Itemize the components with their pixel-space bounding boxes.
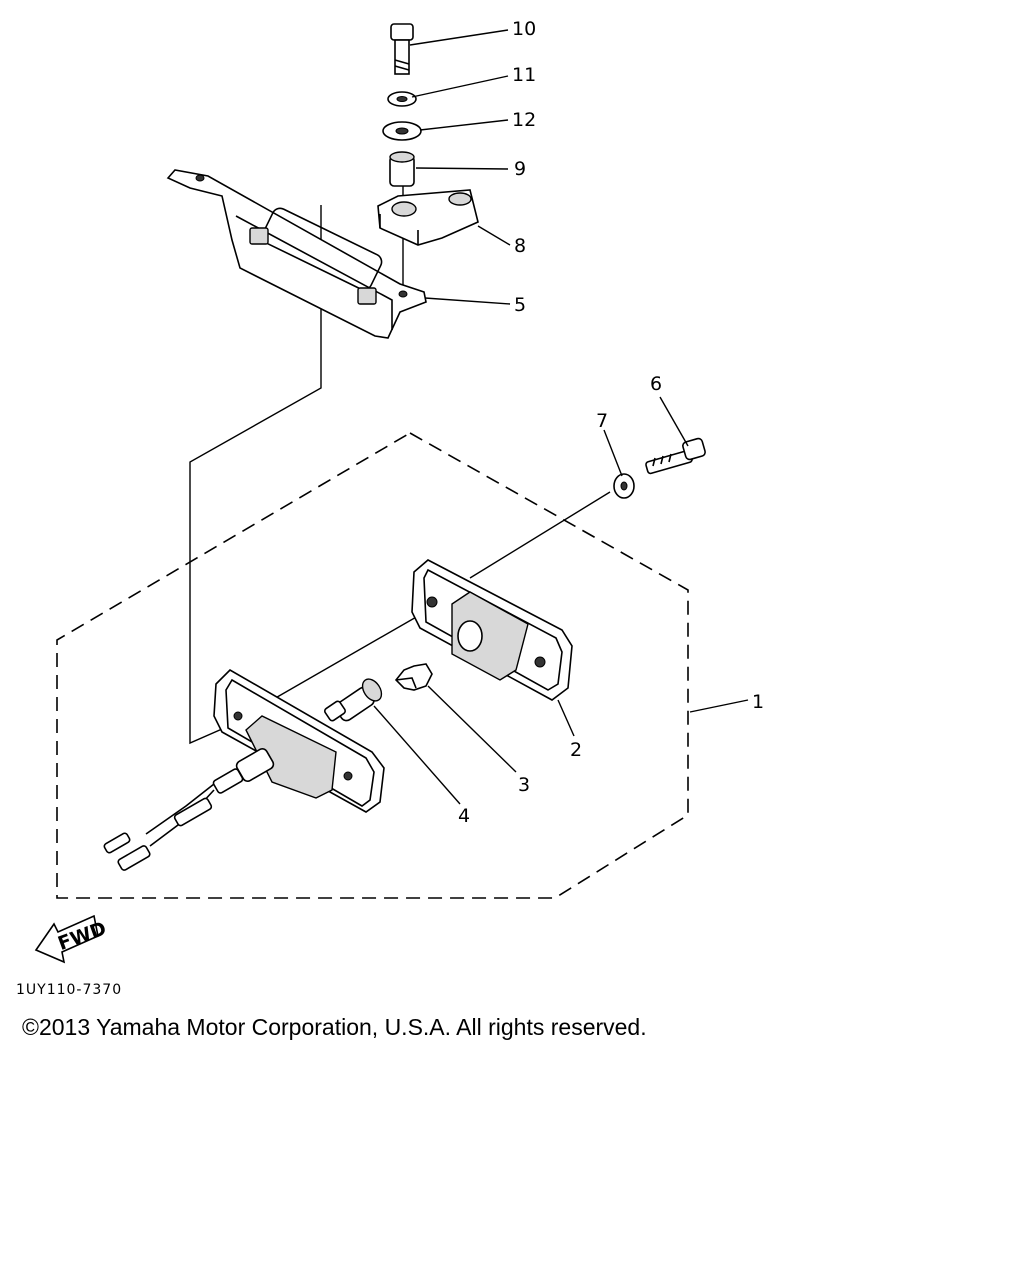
bulb-part-3 [394,663,433,691]
callout-5: 5 [514,294,526,316]
leader-11 [411,75,509,98]
callout-12: 12 [512,109,536,131]
assembly-boundary [56,432,689,899]
fwd-arrow-icon: FWD [34,914,109,964]
callout-10: 10 [512,18,536,40]
leader-3 [427,685,517,773]
alignment-line-bracket [189,205,322,745]
leader-10 [409,29,509,46]
callout-1: 1 [752,691,764,713]
screw-part-6 [645,437,706,475]
callout-8: 8 [514,235,526,257]
exploded-parts-diagram: 10 11 12 9 8 5 6 7 1 2 3 4 FWD [34,18,764,964]
leader-5 [424,297,511,305]
bolt-part-10 [390,23,414,75]
callout-6: 6 [650,373,662,395]
leader-9 [415,167,509,170]
alignment-line-bolt [469,491,611,579]
callout-3: 3 [518,774,530,796]
callout-2: 2 [570,739,582,761]
figure-code: 1UY110-7370 [16,982,123,998]
leader-1 [689,699,749,713]
socket-part-4 [323,678,383,722]
stay-part-8 [377,189,479,246]
copyright-notice: ©2013 Yamaha Motor Corporation, U.S.A. A… [22,1014,647,1040]
leader-12 [419,119,509,131]
alignment-line-lens [271,611,426,701]
washer-part-12 [382,121,422,141]
leader-7 [603,429,623,477]
spring-washer-part-11 [387,91,417,107]
leader-2 [557,699,575,737]
bracket-part-5 [166,169,427,339]
lens-part-2 [411,559,573,701]
callout-9: 9 [514,158,526,180]
callout-4: 4 [458,805,470,827]
lamp-housing [103,669,385,871]
leader-4 [373,705,461,805]
washer-part-7 [613,473,635,499]
callout-7: 7 [596,410,608,432]
leader-8 [477,225,511,246]
collar-part-9 [389,151,415,187]
callout-11: 11 [512,64,536,86]
leader-6 [659,396,689,447]
